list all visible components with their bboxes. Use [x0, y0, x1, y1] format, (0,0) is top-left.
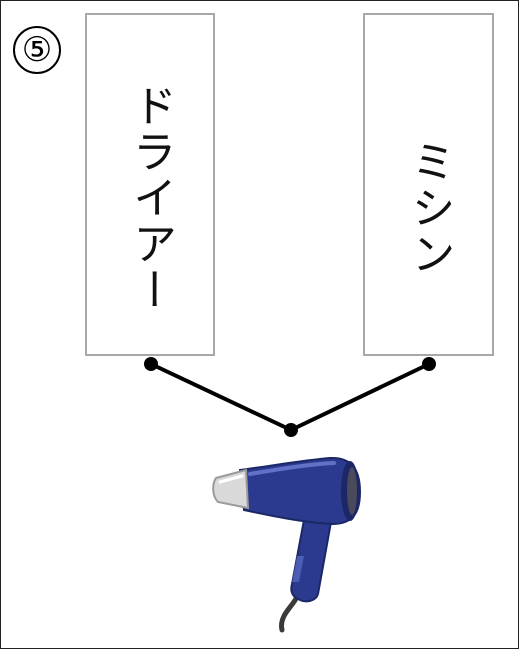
connector-line-left [149, 362, 293, 432]
question-number: ⑤ [13, 26, 61, 74]
connector-dot-bottom[interactable] [284, 423, 298, 437]
answer-card-right[interactable]: ミシン [363, 13, 494, 356]
answer-card-label: ミシン [403, 139, 455, 277]
connector-dot-left[interactable] [144, 357, 158, 371]
answer-card-label: ドライアー [125, 83, 176, 313]
connector-line-right [289, 362, 431, 432]
connector-dot-right[interactable] [422, 357, 436, 371]
hair-dryer-icon [212, 456, 362, 633]
answer-card-left[interactable]: ドライアー [85, 13, 215, 356]
